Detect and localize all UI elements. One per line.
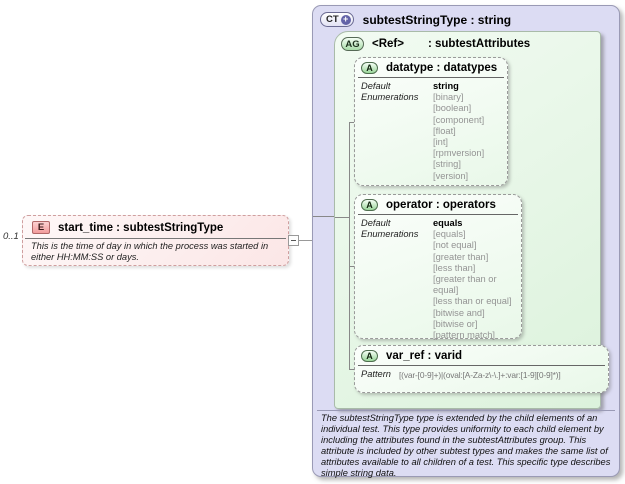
facet-default-label: Default xyxy=(361,218,391,228)
facet-default-row: Default string xyxy=(361,81,501,92)
attribute-box-operator: A operator : operators Default equals En… xyxy=(354,194,522,340)
attribute-group-title: : subtestAttributes xyxy=(427,38,531,50)
facet-pattern-label: Pattern xyxy=(361,369,391,379)
element-title: start_time : subtestStringType xyxy=(58,221,224,234)
attribute-badge: A xyxy=(361,350,378,362)
connector-tree-vline xyxy=(349,122,350,370)
collapse-minus-icon xyxy=(291,240,296,241)
element-divider xyxy=(25,238,286,239)
complex-type-badge-label: CT xyxy=(326,14,339,25)
complex-type-header: CT + subtestStringType : string xyxy=(320,12,511,27)
facet-pattern-value: [(var-[0-9]+)|(oval:[A-Za-z\-\.]+:var:[1… xyxy=(399,370,561,380)
attribute-name: datatype : datatypes xyxy=(386,62,498,74)
facet-enumerations-row: Enumerations [binary][boolean][component… xyxy=(361,92,501,182)
enumeration-list: [binary][boolean][component][float][int]… xyxy=(433,92,485,181)
facet-default-row: Default equals xyxy=(361,218,515,229)
cardinality-label: 0..1 xyxy=(3,231,19,242)
plus-icon: + xyxy=(340,14,351,25)
connector-stub-operator xyxy=(349,266,355,267)
element-badge: E xyxy=(32,221,50,234)
attribute-divider xyxy=(358,214,518,215)
attribute-box-var-ref: A var_ref : varid Pattern [(var-[0-9]+)|… xyxy=(354,345,609,393)
connector-line-inside xyxy=(335,217,349,218)
attribute-divider xyxy=(358,77,504,78)
connector-stub-datatype xyxy=(349,122,355,123)
element-annotation: This is the time of day in which the pro… xyxy=(31,241,269,263)
element-connector-line xyxy=(299,240,312,241)
attribute-header: A operator : operators xyxy=(355,195,521,214)
collapse-toggle[interactable] xyxy=(288,235,299,246)
element-start-time-box: E start_time : subtestStringType This is… xyxy=(22,215,289,266)
attribute-box-datatype: A datatype : datatypes Default string En… xyxy=(354,57,508,186)
attribute-group-ref: <Ref> xyxy=(372,38,404,50)
attribute-facets: Default string Enumerations [binary][boo… xyxy=(355,78,507,185)
element-header: E start_time : subtestStringType xyxy=(23,216,288,237)
facet-enumerations-label: Enumerations xyxy=(361,229,419,240)
attribute-name: var_ref : varid xyxy=(386,350,463,362)
facet-default-value: equals xyxy=(433,218,463,228)
facet-default-label: Default xyxy=(361,81,391,91)
attribute-facets: Pattern [(var-[0-9]+)|(oval:[A-Za-z\-\.]… xyxy=(355,366,608,384)
attribute-facets: Default equals Enumerations [equals][not… xyxy=(355,215,521,344)
attribute-badge: A xyxy=(361,62,378,74)
attribute-badge: A xyxy=(361,199,378,211)
facet-pattern-row: Pattern [(var-[0-9]+)|(oval:[A-Za-z\-\.]… xyxy=(361,369,602,381)
attribute-group-badge: AG xyxy=(341,37,364,51)
type-description: The subtestStringType type is extended b… xyxy=(321,413,611,479)
complex-type-badge: CT + xyxy=(320,12,354,27)
attribute-header: A datatype : datatypes xyxy=(355,58,507,77)
complex-type-title: subtestStringType : string xyxy=(362,12,512,27)
attribute-group-box: AG <Ref> : subtestAttributes A datatype … xyxy=(334,31,609,409)
description-divider xyxy=(317,410,615,411)
facet-default-value: string xyxy=(433,81,459,91)
attribute-name: operator : operators xyxy=(386,199,496,211)
connector-line-incoming xyxy=(313,216,334,217)
enumeration-list: [equals][not equal][greater than][less t… xyxy=(433,229,512,341)
attribute-group-header: AG <Ref> : subtestAttributes xyxy=(335,32,600,51)
facet-enumerations-label: Enumerations xyxy=(361,92,419,103)
facet-enumerations-row: Enumerations [equals][not equal][greater… xyxy=(361,229,515,341)
complex-type-box: CT + subtestStringType : string AG <Ref>… xyxy=(312,5,620,479)
attribute-divider xyxy=(358,365,605,366)
attribute-header: A var_ref : varid xyxy=(355,346,608,365)
connector-stub-varref xyxy=(349,369,355,370)
